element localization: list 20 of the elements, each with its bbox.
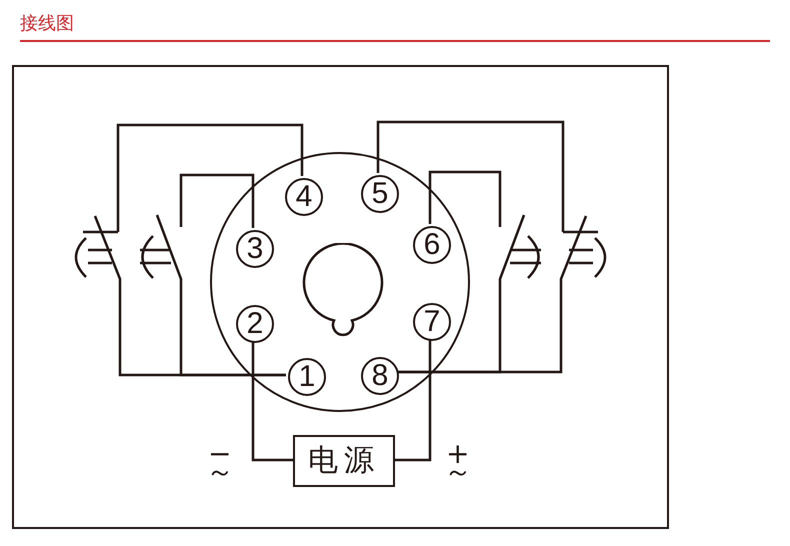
diagram-title: 接线图 (20, 12, 74, 36)
wire (180, 283, 286, 376)
pin-number: 3 (246, 234, 264, 264)
pin-number: 1 (298, 362, 316, 392)
wire (376, 120, 564, 213)
wire (252, 341, 293, 462)
pin-number: 6 (424, 230, 440, 260)
pin-number: 8 (372, 361, 388, 391)
wire (180, 174, 254, 228)
wire (397, 283, 502, 374)
wire (116, 124, 304, 213)
pin-number: 7 (424, 307, 440, 337)
power-label: 电源 (308, 446, 380, 476)
power-box (293, 435, 395, 487)
wire (395, 339, 432, 462)
pin-number: 4 (296, 182, 312, 212)
polarity-label: + (446, 440, 470, 468)
wire (428, 170, 502, 224)
pin-number: 5 (372, 179, 388, 209)
pin-number: 2 (246, 309, 264, 339)
